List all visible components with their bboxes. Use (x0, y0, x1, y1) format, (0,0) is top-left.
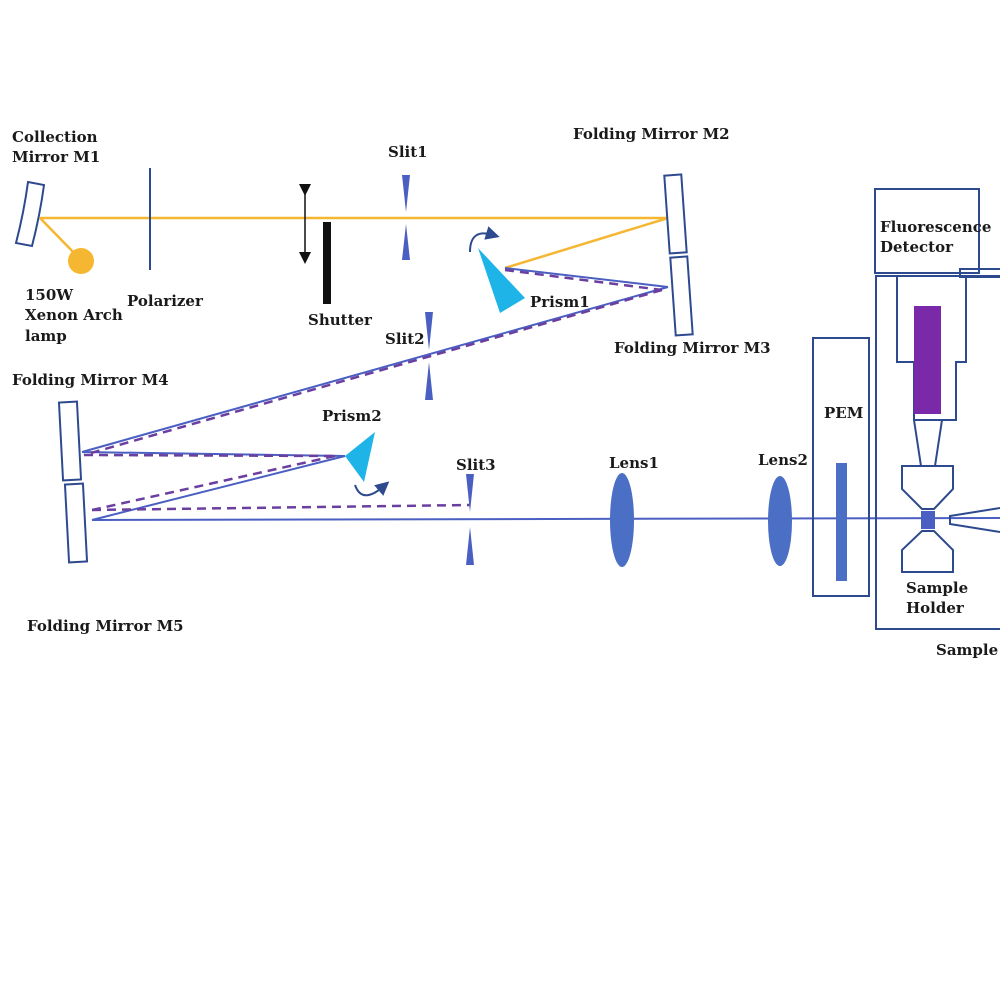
monochromatic-beam (81, 267, 1000, 521)
sample-holder-bottom (901, 530, 954, 573)
prism2-rotation-icon (354, 481, 390, 497)
label-pem: PEM (824, 404, 863, 422)
dispersed-beam (83, 268, 663, 512)
sample-cell (921, 511, 935, 529)
label-shutter: Shutter (308, 311, 373, 329)
collection-mirror-m1 (14, 180, 46, 248)
slit1 (402, 175, 410, 260)
label-slit2: Slit2 (385, 330, 425, 348)
detector-photomultiplier (914, 306, 941, 414)
sample-chamber (875, 275, 1000, 630)
fluorescence-detector-box (874, 188, 980, 274)
label-collection-mirror: Collection Mirror M1 (12, 128, 103, 166)
label-slit1: Slit1 (388, 143, 428, 161)
label-lens1: Lens1 (609, 454, 659, 472)
folding-mirror-m5 (63, 482, 89, 564)
shutter (323, 222, 331, 304)
folding-mirror-m2 (663, 173, 688, 255)
slit3 (466, 474, 474, 565)
label-polarizer: Polarizer (127, 292, 204, 310)
label-lens2: Lens2 (758, 451, 808, 469)
detector-light-guide (913, 419, 943, 467)
label-mirror-m2: Folding Mirror M2 (573, 125, 730, 143)
sample-chamber-inner (959, 268, 1000, 278)
label-prism2: Prism2 (322, 407, 382, 425)
label-prism1: Prism1 (530, 293, 590, 311)
prism1 (478, 248, 525, 313)
label-sample-chamber: Sample C (936, 641, 1000, 659)
label-mirror-m5: Folding Mirror M5 (27, 617, 184, 635)
label-lamp: 150W Xenon Arch lamp (25, 286, 128, 345)
folding-mirror-m4 (57, 400, 83, 482)
source-beam (39, 216, 669, 270)
prism2 (345, 432, 375, 482)
label-slit3: Slit3 (456, 456, 496, 474)
sample-holder-top (901, 465, 954, 510)
folding-mirror-m3 (669, 255, 694, 337)
label-fluorescence-detector: Fluorescence Detector (880, 218, 997, 256)
label-sample-holder: Sample Holder (906, 579, 973, 617)
lens1 (610, 473, 634, 567)
sample-cone (949, 507, 1000, 533)
label-mirror-m3: Folding Mirror M3 (614, 339, 771, 357)
detector-housing (896, 276, 967, 421)
label-mirror-m4: Folding Mirror M4 (12, 371, 169, 389)
pem-element (836, 463, 847, 581)
lens2 (768, 476, 792, 566)
xenon-lamp (68, 248, 94, 274)
prism1-rotation-icon (469, 226, 500, 253)
slit2 (425, 312, 433, 400)
pem-housing (812, 337, 870, 597)
